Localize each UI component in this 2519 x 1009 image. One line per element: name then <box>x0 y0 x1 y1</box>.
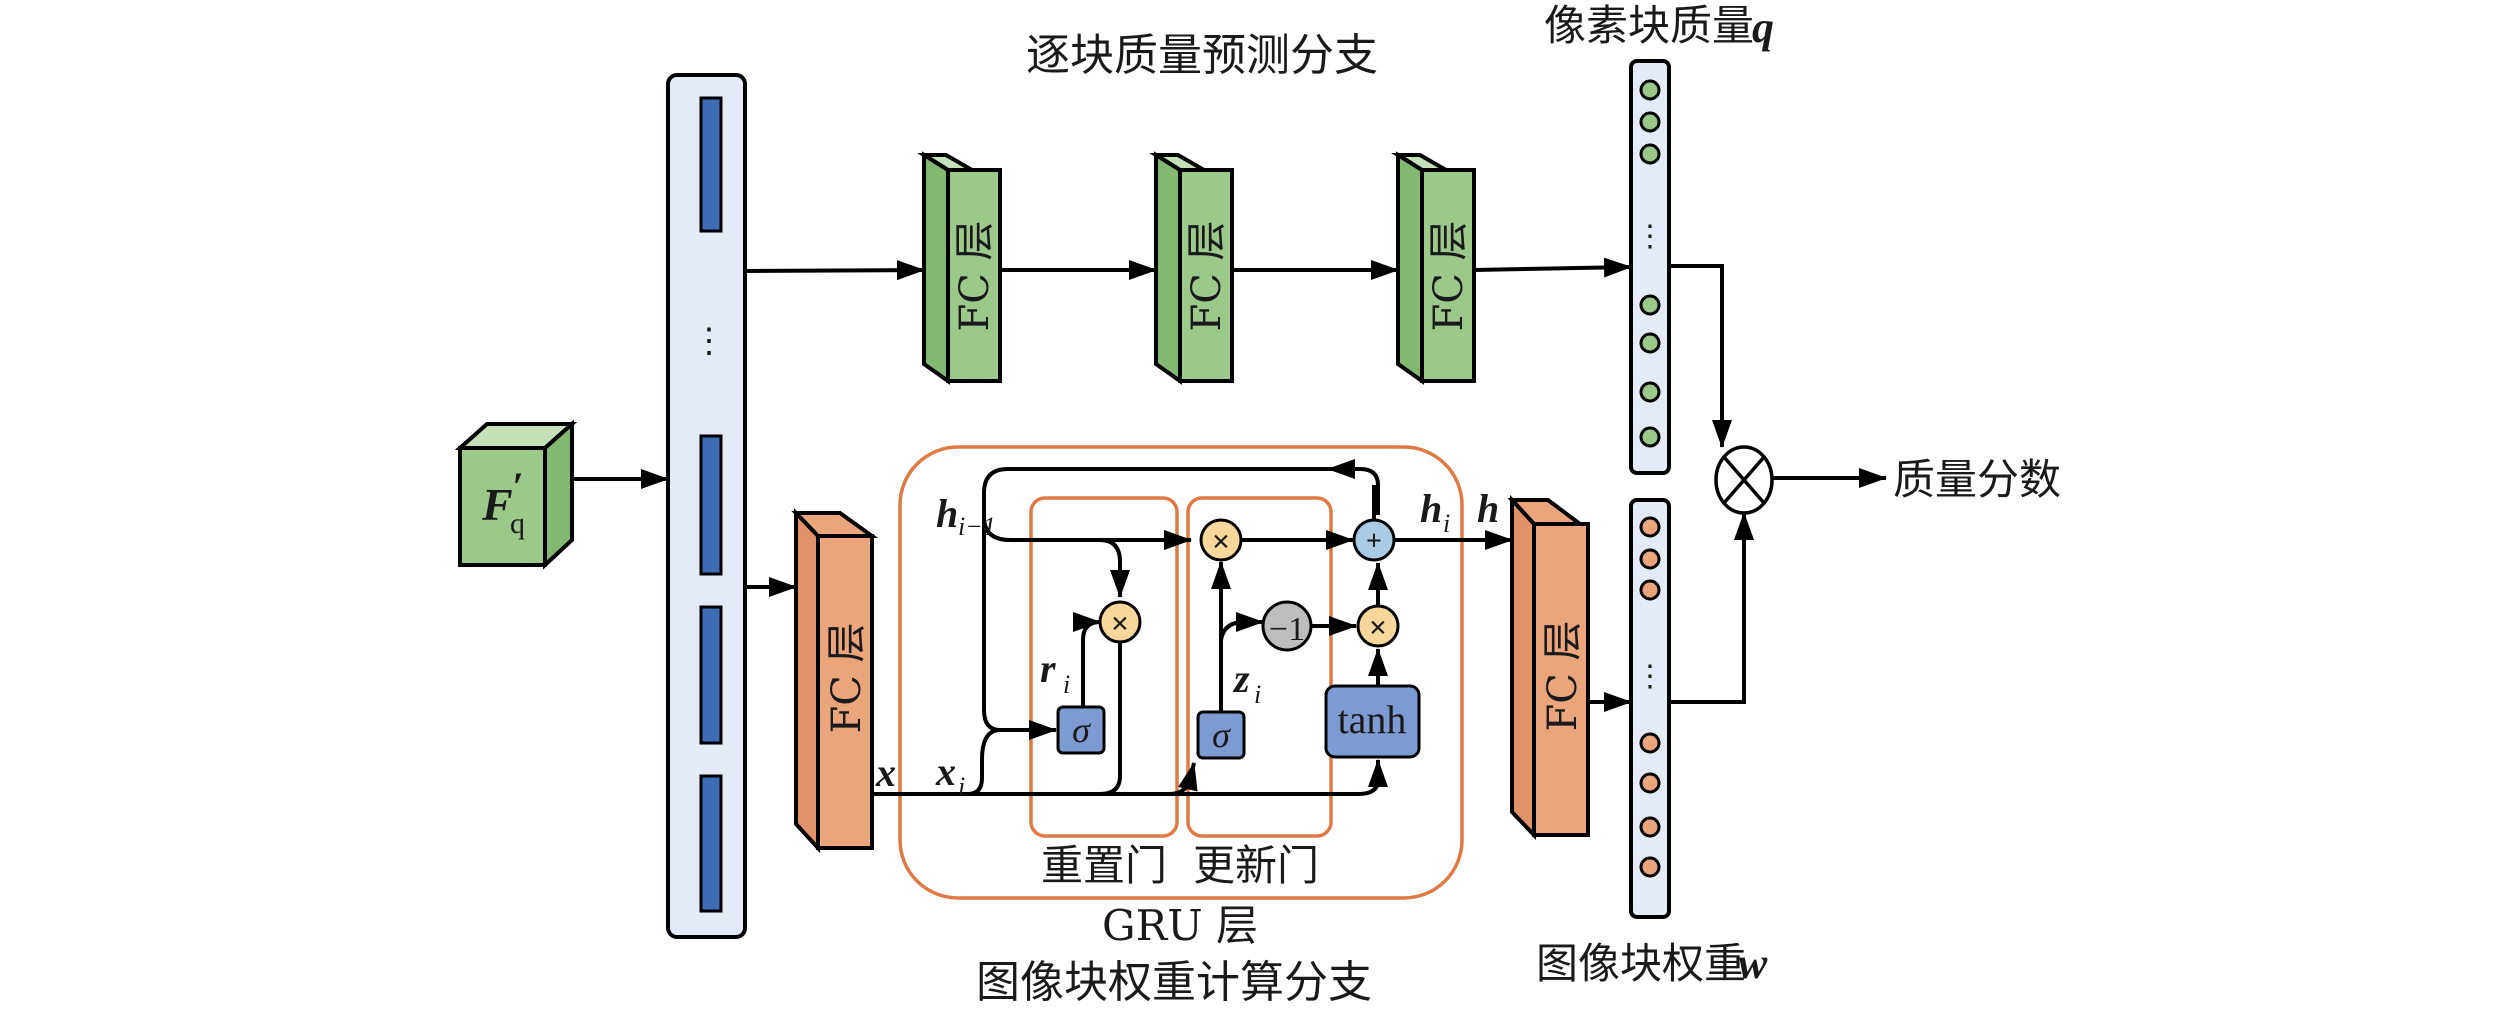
vector-node <box>1639 856 1661 878</box>
neg-one-label: −1 <box>1269 611 1305 648</box>
vector-node <box>1639 426 1661 448</box>
q-dots <box>1639 79 1661 448</box>
fc-layer-label: FC 层 <box>824 622 870 733</box>
vector-node <box>1639 381 1661 403</box>
q-vector-label: 像素块质量 <box>1544 1 1754 50</box>
arrow-w-to-otimes <box>1669 512 1754 704</box>
gru-outline <box>898 445 1464 900</box>
arrow-q-to-otimes <box>1669 264 1732 448</box>
tanh-box <box>1324 684 1421 759</box>
quality-score-label: 质量分数 <box>1893 455 2061 504</box>
vector-node <box>1639 516 1661 538</box>
input-subscript: q <box>510 507 525 540</box>
vector-node <box>1639 772 1661 794</box>
h-prev-to-reset-mul <box>1099 538 1130 598</box>
reset-mul-down <box>1099 642 1122 796</box>
vector-node <box>1639 732 1661 754</box>
arrow-fc3-to-q <box>1473 257 1632 278</box>
vector-node <box>1639 548 1661 570</box>
mul-icon: × <box>1212 523 1230 559</box>
q-symbol: q <box>1752 3 1774 52</box>
fc-layer-top-2: FC 层 <box>1149 151 1234 385</box>
z-label: z <box>1232 656 1250 701</box>
r-sub: i <box>1063 670 1070 699</box>
w-symbol: w <box>1738 939 1768 988</box>
fc-layer-top-3: FC 层 <box>1391 151 1476 385</box>
x-to-update-sigma <box>1167 762 1198 796</box>
update-sigma-label: σ <box>1212 715 1231 755</box>
vector-node <box>1639 294 1661 316</box>
arrow-vector-to-fc1 <box>744 260 925 281</box>
mul-icon: × <box>1111 605 1129 641</box>
x-i-label: x <box>935 749 956 794</box>
reset-gate-label: 重置门 <box>1041 841 1167 890</box>
fc-layer-label: FC 层 <box>952 220 998 331</box>
fc-layer-label: FC 层 <box>1426 220 1472 331</box>
vector-node <box>1639 143 1661 165</box>
mul-icon: × <box>1369 609 1387 645</box>
vector-node <box>1639 332 1661 354</box>
fc-layer-label: FC 层 <box>1540 620 1586 731</box>
x-label: x <box>875 750 896 795</box>
z-sub: i <box>1254 680 1261 709</box>
r-label: r <box>1040 646 1056 691</box>
fc-layer-top-1: FC 层 <box>917 151 1002 385</box>
feature-bar <box>699 774 723 913</box>
add-icon: + <box>1366 526 1382 557</box>
h-i-label: h <box>1420 486 1442 531</box>
fc-layer-label: FC 层 <box>1184 220 1230 331</box>
gru-title: GRU 层 <box>1102 901 1258 950</box>
q-vector: ⋮ <box>1629 59 1671 475</box>
vector-node <box>1639 816 1661 838</box>
h-prev-loop <box>982 467 1380 732</box>
vector-node <box>1639 579 1661 601</box>
reset-sigma-label: σ <box>1072 710 1091 750</box>
update-gate-outline <box>1186 496 1333 838</box>
fc-layer-in: FC 层 <box>791 508 879 854</box>
input-symbol: F <box>481 479 513 530</box>
input-feature-cube: F ′ q <box>454 419 578 570</box>
w-vector-label: 图像块权重 <box>1536 939 1746 988</box>
h-i-sub: i <box>1443 509 1450 538</box>
bottom-branch-title: 图像块权重计算分支 <box>976 957 1372 1008</box>
h-prev-sub: i−1 <box>958 512 996 541</box>
w-ellipsis: ⋮ <box>1635 660 1665 693</box>
vector-node <box>1639 111 1661 133</box>
feature-bar <box>699 96 723 233</box>
r-to-reset-mul <box>1072 612 1101 707</box>
h-prev-line <box>982 519 1192 550</box>
gru-layer: σ r i × σ z i × −1 × tanh + <box>872 445 1464 900</box>
vector-node <box>1639 79 1661 101</box>
otimes-operator <box>1714 445 1774 515</box>
feature-bar <box>699 434 723 576</box>
q-ellipsis: ⋮ <box>1635 220 1665 253</box>
h-label: h <box>1477 486 1499 531</box>
update-gate-label: 更新门 <box>1193 841 1319 890</box>
reset-gate-outline <box>1029 496 1179 838</box>
w-vector: ⋮ <box>1629 498 1671 919</box>
h-prev-label: h <box>936 491 958 536</box>
tanh-label: tanh <box>1338 697 1407 742</box>
input-prime: ′ <box>512 464 523 509</box>
fc-layer-out: FC 层 <box>1507 494 1590 840</box>
feature-ellipsis: ⋮ <box>692 323 726 360</box>
x-i-sub: i <box>958 772 965 801</box>
x-main-line <box>872 759 1388 796</box>
top-branch-title: 逐块质量预测分支 <box>1026 30 1378 81</box>
x-to-reset-sigma <box>967 720 1057 796</box>
z-to-neg-one <box>1219 612 1264 641</box>
w-dots <box>1639 516 1661 878</box>
feature-bar <box>699 605 723 745</box>
feature-vector: ⋮ <box>666 73 747 939</box>
